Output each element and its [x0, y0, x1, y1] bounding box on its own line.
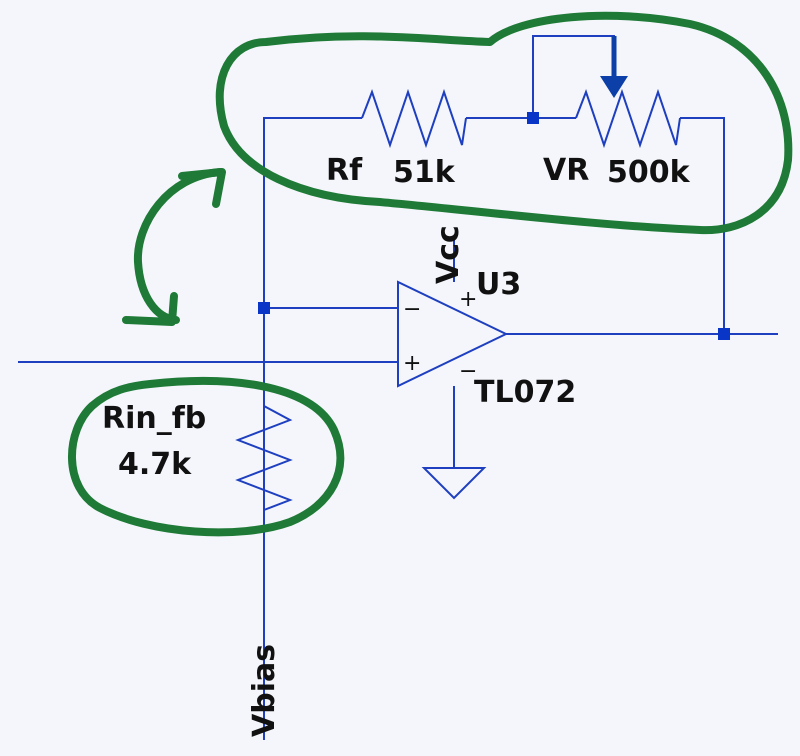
vbias-net-label: Vbias [247, 644, 282, 737]
rin-value-label: 4.7k [118, 447, 192, 482]
arrowhead-bottom [122, 292, 178, 326]
opamp-ref-label: U3 [476, 267, 521, 302]
curved-double-arrow [133, 168, 224, 324]
feedback-network-outline [215, 11, 793, 235]
rf-resistor-body [361, 88, 467, 149]
junction-rf-vr [527, 112, 539, 124]
opamp-inverting-sign: − [403, 297, 421, 322]
wiper-arrow [600, 36, 628, 98]
ground-symbol [421, 467, 487, 500]
opamp-noninverting-sign: + [403, 351, 421, 376]
opamp-model-label: TL072 [474, 375, 576, 410]
rf-ref-label: Rf [326, 153, 363, 188]
rin-ref-label: Rin_fb [102, 401, 206, 436]
vr-to-output-wire [680, 117, 725, 334]
annotations [68, 11, 793, 537]
opamp-vplus-sign: + [459, 287, 477, 312]
opamp-vminus-sign: − [459, 359, 477, 384]
rf-value-label: 51k [393, 155, 456, 190]
junctions [258, 112, 730, 340]
rin-resistor-body [235, 400, 293, 520]
junction-inverting [258, 302, 270, 314]
vcc-net-label: Vcc [431, 225, 466, 284]
junction-output [718, 328, 730, 340]
vr-value-label: 500k [607, 155, 691, 190]
input-resistor-outline [68, 376, 345, 537]
arrowhead-top [178, 168, 226, 208]
vr-resistor-body [575, 88, 681, 149]
vr-ref-label: VR [543, 153, 589, 188]
wires [18, 35, 778, 740]
opamp-body [397, 280, 509, 388]
